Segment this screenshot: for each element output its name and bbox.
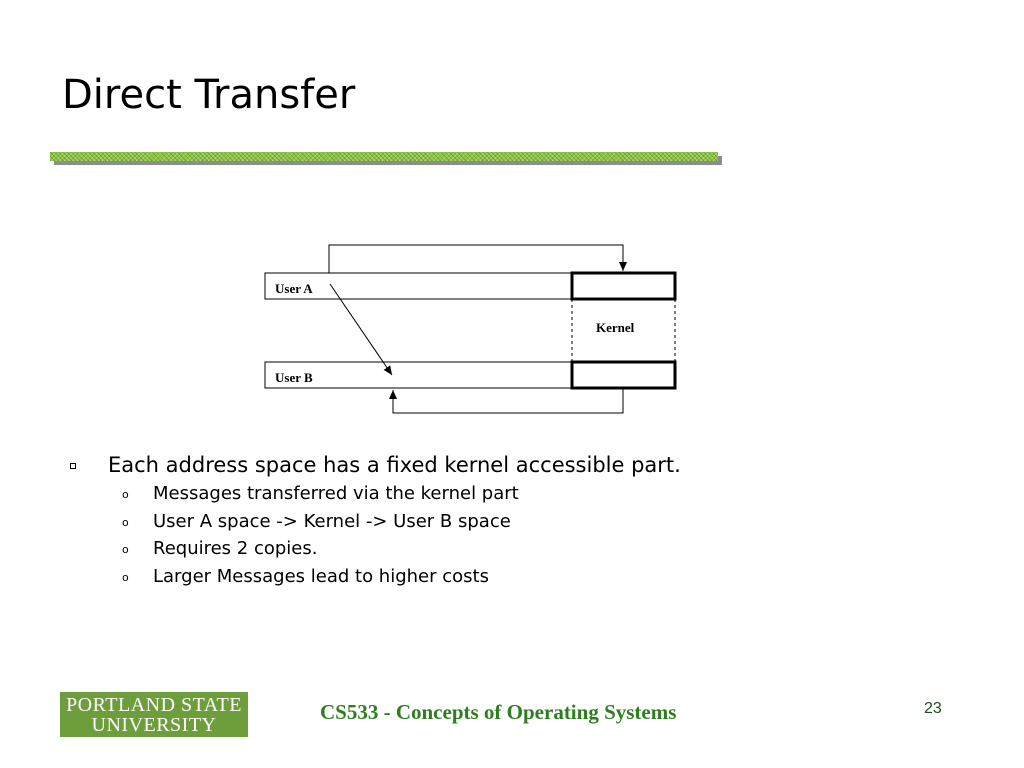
copy-arrow-a-to-kernel [328,244,627,273]
user-a-kernel-part [570,271,677,301]
circle-bullet-icon: o [122,488,129,501]
sub-bullet: o User A space -> Kernel -> User B space [70,508,681,536]
user-b-label: User B [275,370,313,385]
user-a-space [264,272,676,300]
square-bullet-icon [70,463,76,469]
circle-bullet-icon: o [122,570,129,584]
sub-bullet: o Larger Messages lead to higher costs [70,563,681,591]
title-rule [50,152,718,161]
sub-bullet-text: Messages transferred via the kernel part [153,483,519,504]
sub-bullet-text: Requires 2 copies. [153,538,318,559]
slide-title: Direct Transfer [62,72,356,118]
user-a-label: User A [275,281,313,296]
sub-bullets: o Messages transferred via the kernel pa… [70,480,681,590]
bullet-main: Each address space has a fixed kernel ac… [70,450,681,480]
bullet-main-text: Each address space has a fixed kernel ac… [108,453,681,477]
sub-bullet-text: Larger Messages lead to higher costs [153,565,489,587]
university-logo: PORTLAND STATE UNIVERSITY [60,692,248,737]
circle-bullet-icon: o [122,515,129,529]
sub-bullet: o Messages transferred via the kernel pa… [70,480,681,508]
slide-number: 23 [924,700,942,717]
user-b-space [264,361,676,389]
course-title: CS533 - Concepts of Operating Systems [320,700,677,724]
logo-line-1: PORTLAND STATE [66,694,242,716]
sub-bullet: o Requires 2 copies. [70,535,681,563]
circle-bullet-icon: o [122,543,129,556]
sub-bullet-text: User A space -> Kernel -> User B space [153,510,511,532]
sub-bullet-list: o Messages transferred via the kernel pa… [70,480,681,590]
mapping-arrow-a-to-b [329,283,393,376]
kernel-label: Kernel [596,320,635,335]
bullet-list: Each address space has a fixed kernel ac… [70,450,681,590]
logo-line-2: UNIVERSITY [91,714,217,736]
copy-arrow-kernel-to-b [389,388,624,414]
